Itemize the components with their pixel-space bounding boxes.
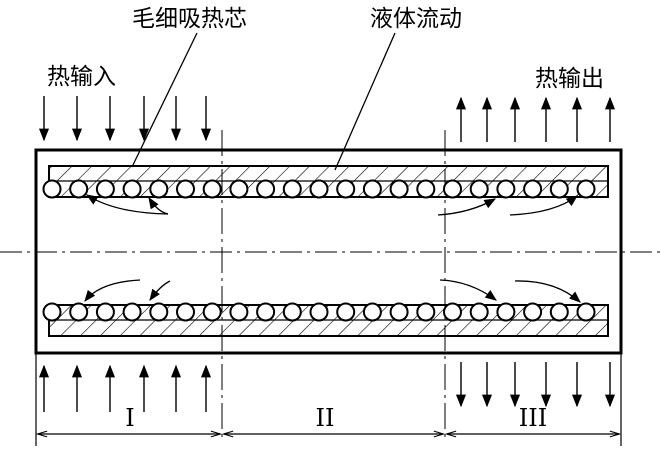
bottom-channel-circle xyxy=(69,302,89,322)
top-channel-circle xyxy=(122,179,142,199)
bottom-channel-circle xyxy=(95,302,115,322)
flow-curve-top-left-outer xyxy=(86,194,169,215)
top-channel-circle xyxy=(549,179,569,199)
top-channel-circle xyxy=(389,179,409,199)
top-channel-circle xyxy=(256,179,276,199)
bottom-channel-circle xyxy=(416,302,436,322)
top-vapor-channels xyxy=(42,179,596,199)
bottom-channel-circle xyxy=(256,302,276,322)
section-label-2: II xyxy=(316,404,335,432)
flow-curve-bottom-left-inner xyxy=(149,280,171,301)
bottom-channel-circle xyxy=(229,302,249,322)
top-channel-circle xyxy=(202,179,222,199)
bottom-channel-circle xyxy=(309,302,329,322)
bottom-channel-circle xyxy=(202,302,222,322)
flow-curve-top-right-outer xyxy=(509,195,578,216)
bottom-channel-circle xyxy=(282,302,302,322)
outer-casing xyxy=(34,148,623,355)
top-channel-circle xyxy=(443,179,462,199)
flow-curve-bottom-right-inner xyxy=(439,279,497,301)
top-channel-circle xyxy=(282,179,302,199)
bottom-channel-circle xyxy=(496,302,516,322)
bottom-channel-circle xyxy=(389,302,409,322)
top-channel-circle xyxy=(229,179,249,199)
bottom-channel-circle xyxy=(523,302,543,322)
heat-out-label: 热输出 xyxy=(535,66,604,92)
top-channel-circle xyxy=(149,179,169,199)
top-channel-circle xyxy=(309,179,329,199)
flow-curve-top-left-inner xyxy=(148,197,169,215)
top-channel-circle xyxy=(496,179,516,199)
dimension-lines xyxy=(35,353,622,446)
wick-label: 毛细吸热芯 xyxy=(132,6,247,32)
top-channel-circle xyxy=(576,179,596,199)
flow-label: 液体流动 xyxy=(370,6,462,32)
heat-input-arrows xyxy=(38,96,212,412)
bottom-channel-circle xyxy=(122,302,142,322)
bottom-channel-circle xyxy=(149,302,169,322)
flow-curve-top-right-inner xyxy=(437,198,497,216)
top-channel-circle xyxy=(362,179,382,199)
bottom-channel-circle xyxy=(469,302,489,322)
flow-curve-bottom-right-outer xyxy=(514,280,581,303)
flow-curves xyxy=(84,194,581,303)
bottom-channel-circle xyxy=(336,302,356,322)
bottom-channel-circle xyxy=(443,302,462,322)
top-channel-circle xyxy=(523,179,543,199)
top-channel-circle xyxy=(176,179,195,199)
top-channel-circle xyxy=(95,179,115,199)
flow-leader-line xyxy=(334,32,396,171)
top-channel-circle xyxy=(469,179,489,199)
bottom-channel-circle xyxy=(42,302,62,322)
wick-leader-line xyxy=(131,32,198,168)
top-channel-circle xyxy=(416,179,436,199)
heat-in-label: 热输入 xyxy=(47,64,116,90)
bottom-channel-circle xyxy=(176,302,195,322)
section-label-3: III xyxy=(519,404,547,432)
top-channel-circle xyxy=(69,179,89,199)
bottom-vapor-channels xyxy=(42,302,596,322)
bottom-channel-circle xyxy=(576,302,596,322)
bottom-channel-circle xyxy=(362,302,382,322)
top-channel-circle xyxy=(336,179,356,199)
heat-output-arrows xyxy=(455,96,616,408)
bottom-channel-circle xyxy=(549,302,569,322)
flow-curve-bottom-left-outer xyxy=(84,279,141,302)
top-channel-circle xyxy=(42,179,62,199)
section-label-1: I xyxy=(125,404,134,432)
